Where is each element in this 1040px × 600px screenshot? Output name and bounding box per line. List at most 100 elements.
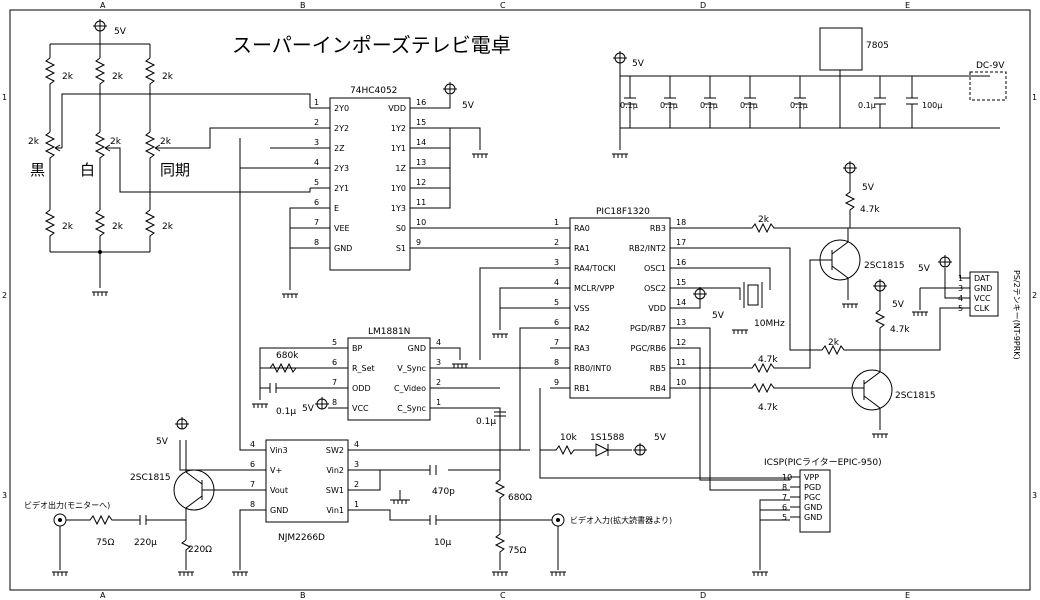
- pin-label: RA1: [574, 244, 590, 253]
- pot-sync[interactable]: [144, 131, 156, 210]
- pin-label: GND: [334, 244, 352, 253]
- pin-number: 2: [354, 480, 359, 489]
- dc-jack[interactable]: [969, 71, 1007, 101]
- vcc-pullup-lower: [873, 279, 887, 292]
- pin-number: 7: [332, 378, 337, 387]
- pin-number: 7: [250, 480, 255, 489]
- pot-white[interactable]: [94, 131, 106, 210]
- pin-number: 14: [676, 298, 686, 307]
- ground-icon: [92, 291, 108, 296]
- pin-number: 12: [416, 178, 426, 187]
- vcc-supply: [613, 51, 627, 64]
- ground-icon: [52, 571, 68, 576]
- pin-label: PGC/RB6: [631, 344, 666, 353]
- ps2-pin-label: CLK: [974, 304, 990, 313]
- crystal-label: 10MHz: [754, 319, 785, 329]
- pin-label: OSC1: [644, 264, 666, 273]
- r4k7-rb4-value: 4.7k: [758, 403, 778, 413]
- pin-label: 2Y1: [334, 184, 349, 193]
- r75-out-value: 75Ω: [96, 538, 114, 548]
- pin-label: BP: [352, 344, 362, 353]
- resistor-r5: [94, 209, 106, 252]
- ground-icon: [392, 499, 408, 504]
- c470p-value: 470p: [432, 487, 455, 497]
- icsp-pin-number: 10: [782, 473, 792, 482]
- pin-label: RB5: [650, 364, 666, 373]
- pin-number: 9: [554, 378, 559, 387]
- ps2-pin-label: GND: [974, 284, 992, 293]
- diode-label: 1S1588: [590, 433, 625, 443]
- sheet-border: [9, 9, 1031, 591]
- r2k-rb2-value: 2k: [828, 338, 840, 348]
- ground-icon: [842, 303, 858, 308]
- r2k-rb3-value: 2k: [758, 215, 770, 225]
- vcc-top-left: [93, 19, 107, 32]
- r2-value: 2k: [112, 72, 124, 82]
- pin-label: 2Y0: [334, 104, 349, 113]
- ic-74hc4052-name: 74HC4052: [350, 86, 397, 96]
- pin-label: V_Sync: [397, 364, 426, 373]
- cap-value: 0.1μ: [700, 101, 718, 110]
- ps2-pin-label: DAT: [974, 274, 990, 283]
- border-row-left: 3: [2, 491, 7, 500]
- resistor-r1: [44, 57, 56, 132]
- pin-label: 1Y2: [391, 124, 406, 133]
- pin-number: 13: [416, 158, 426, 167]
- cap-value: 0.1μ: [660, 101, 678, 110]
- vcc-lm-label: 5V: [302, 404, 315, 414]
- pin-number: 6: [554, 318, 559, 327]
- ground-icon: [282, 293, 298, 298]
- vcc-label-left: 5V: [114, 27, 127, 37]
- ground-icon: [550, 571, 566, 576]
- pin-number: 13: [676, 318, 686, 327]
- ground-icon: [752, 571, 768, 576]
- pin-label: MCLR/VPP: [574, 284, 614, 293]
- pin-label: 1Y0: [391, 184, 406, 193]
- vcc-upper-label: 5V: [862, 183, 875, 193]
- pin-number: 3: [314, 138, 319, 147]
- schematic-title: スーパーインポーズテレビ電卓: [232, 33, 511, 57]
- pin-number: 7: [314, 218, 319, 227]
- r220-value: 220Ω: [188, 545, 212, 555]
- pin-number: 14: [416, 138, 426, 147]
- crystal-10mhz: [743, 282, 763, 308]
- pin-number: 11: [676, 358, 686, 367]
- r4k7-rb5-value: 4.7k: [758, 355, 778, 365]
- pot-white-label: 白: [80, 161, 95, 179]
- border-col-top: B: [300, 1, 306, 10]
- vcc-mux: [443, 82, 457, 95]
- pin-label: SW2: [326, 446, 344, 455]
- tr-output-label: 2SC1815: [130, 473, 171, 483]
- pin-number: 2: [436, 378, 441, 387]
- pin-label: 2Y3: [334, 164, 349, 173]
- pin-label: 1Y3: [391, 204, 406, 213]
- pin-label: Vin2: [326, 466, 344, 475]
- c220-value: 220μ: [134, 538, 157, 548]
- pin-label: VCC: [352, 404, 369, 413]
- r75-in-value: 75Ω: [508, 546, 526, 556]
- pin-number: 8: [332, 398, 337, 407]
- cap-value: 0.1μ: [620, 101, 638, 110]
- pin-label: GND: [408, 344, 426, 353]
- ps2-pin-number: 5: [958, 304, 963, 313]
- pin-label: Vin3: [270, 446, 288, 455]
- pot-black[interactable]: [44, 131, 56, 210]
- ground-icon: [452, 363, 468, 368]
- icsp-connector[interactable]: [799, 469, 831, 533]
- pin-number: 5: [332, 338, 337, 347]
- r4k7-upper-value: 4.7k: [860, 205, 880, 215]
- border-row-left: 1: [2, 93, 7, 102]
- resistor-r4: [44, 209, 56, 252]
- r3-value: 2k: [162, 72, 174, 82]
- pin-label: E: [334, 204, 339, 213]
- ps2-connector[interactable]: [969, 271, 999, 317]
- pot-section: 5V 2k 2k 2k 2k 2k 2k 黒 白 同期 2k 2k 2k: [28, 19, 311, 288]
- c-lm-value: 0.1μ: [276, 407, 296, 417]
- border-col-top: E: [905, 1, 910, 10]
- border-col-bottom: E: [905, 591, 910, 600]
- icsp-pin-label: GND: [804, 503, 822, 512]
- resistor-r6: [144, 209, 156, 252]
- ps2-pin-number: 3: [958, 284, 963, 293]
